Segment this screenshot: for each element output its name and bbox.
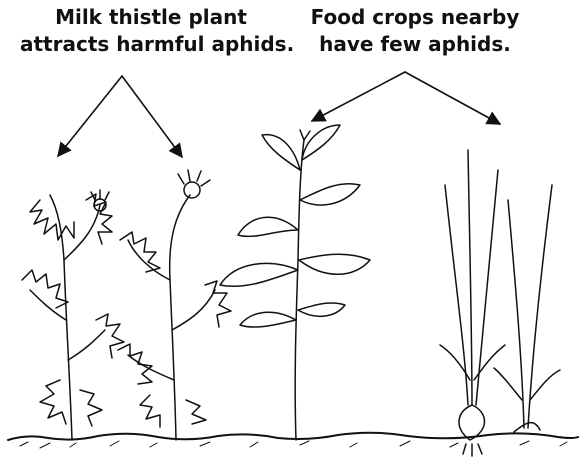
onion-crop — [440, 150, 560, 456]
ground-texture — [20, 441, 567, 448]
milk-thistle-right — [118, 170, 231, 440]
arrow-to-thistle-right — [122, 76, 182, 157]
crop-arrows — [312, 72, 500, 124]
arrow-to-leafy-crop — [312, 72, 405, 121]
arrow-to-onion-crop — [405, 72, 500, 124]
milk-thistle-left — [22, 190, 124, 440]
ground-line — [8, 433, 578, 440]
leafy-crop — [220, 125, 370, 440]
thistle-arrows — [58, 76, 182, 157]
arrow-to-thistle-left — [58, 76, 122, 156]
